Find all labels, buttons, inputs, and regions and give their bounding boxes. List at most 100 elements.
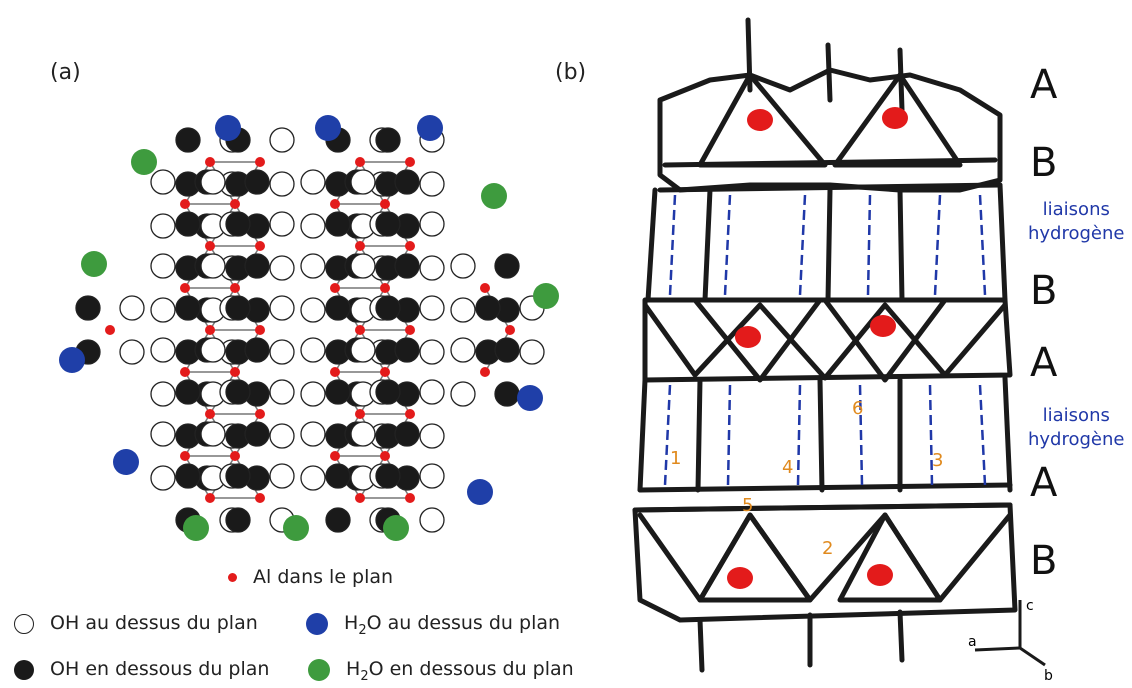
oh-above-circle: [350, 253, 376, 279]
hbond-lower-4: [858, 384, 864, 486]
axis-b-line: [1019, 646, 1046, 667]
al-dot: [330, 451, 340, 461]
hb-upper-line2: hydrogène: [1028, 223, 1125, 244]
number-6: 6: [852, 398, 864, 419]
number-4: 4: [782, 457, 794, 478]
hbond-upper-5: [933, 194, 942, 296]
sketch-bottom-zigzag: [637, 512, 1013, 603]
h2o-above-circle: [59, 347, 85, 373]
oh-below-circle: [375, 295, 401, 321]
al-dot: [205, 409, 215, 419]
al-dot: [255, 241, 265, 251]
legend-oh-below: OH en dessous du plan: [14, 658, 269, 680]
h2o-above-h: H: [344, 612, 359, 634]
al-dot: [355, 325, 365, 335]
al-dot: [355, 241, 365, 251]
al-dot: [405, 493, 415, 503]
hbond-lower-1: [663, 384, 672, 486]
al-dot: [380, 283, 390, 293]
hbond-lower-2: [726, 384, 732, 486]
al-dot: [330, 367, 340, 377]
oh-below-circle: [225, 211, 251, 237]
oh-above-circle: [450, 253, 476, 279]
h2o-below-circle: [183, 515, 209, 541]
legend-h2o-above: H2O au dessus du plan: [306, 612, 560, 638]
oh-below-circle: [375, 463, 401, 489]
al-dot: [255, 325, 265, 335]
sketch-bottom-layer-outline: [632, 502, 1018, 623]
al-dot: [105, 325, 115, 335]
oh-above-circle: [450, 297, 476, 323]
al-dot: [330, 199, 340, 209]
h2o-above-circle: [467, 479, 493, 505]
hbond-lower-3: [796, 384, 802, 486]
oh-above-circle: [200, 421, 226, 447]
oh-below-circle: [175, 127, 201, 153]
hb-upper-line1: liaisons: [1042, 199, 1110, 220]
al-dot: [355, 409, 365, 419]
number-2: 2: [822, 538, 834, 559]
hbond-upper-2: [723, 194, 732, 296]
al-dot: [230, 451, 240, 461]
oh-below-circle: [325, 463, 351, 489]
oh-above-circle: [200, 253, 226, 279]
oh-above-circle: [150, 253, 176, 279]
al-dot: [255, 409, 265, 419]
al-dot: [205, 241, 215, 251]
oh-above-circle: [150, 213, 176, 239]
oh-above-circle: [200, 337, 226, 363]
oh-above-circle: [200, 169, 226, 195]
al-dot: [230, 283, 240, 293]
open-circle-icon: [14, 613, 34, 634]
oh-above-circle: [300, 253, 326, 279]
hb-lower-line1: liaisons: [1042, 405, 1110, 426]
legend-al-text: Al dans le plan: [253, 566, 394, 588]
hydrogen-bonds-label-upper: liaisons hydrogène: [1028, 198, 1125, 246]
oh-below-circle: [225, 507, 251, 533]
h2o-above-sub: 2: [358, 622, 367, 638]
sketch-bottom-tri-2: [837, 512, 943, 603]
oh-below-circle: [394, 253, 420, 279]
axis-b-label: b: [1044, 668, 1053, 684]
al-dot: [480, 283, 490, 293]
layer-stacking-sketch: c a b: [632, 17, 1053, 684]
al-dot: [255, 157, 265, 167]
al-dot: [355, 493, 365, 503]
oh-above-circle: [419, 211, 445, 237]
al-dot: [405, 325, 415, 335]
hbond-upper-1: [668, 194, 677, 296]
oh-below-circle: [244, 253, 270, 279]
blue-circle-icon: [306, 612, 328, 635]
sketch-bottom-vertical-1: [697, 609, 905, 673]
h2o-above-circle: [215, 115, 241, 141]
al-dot: [380, 199, 390, 209]
oh-below-circle: [175, 211, 201, 237]
oh-above-circle: [269, 127, 295, 153]
oh-above-circle: [419, 171, 445, 197]
oh-below-circle: [494, 337, 520, 363]
sketch-bottom-tri-1: [697, 512, 813, 603]
h2o-below-circle: [533, 283, 559, 309]
filled-circle-icon: [14, 659, 34, 680]
hbond-upper-3: [798, 194, 807, 296]
stack-letter-5: A: [1030, 460, 1058, 506]
al-dot: [205, 493, 215, 503]
green-circle-icon: [308, 658, 330, 681]
oh-below-circle: [394, 421, 420, 447]
oh-above-circle: [300, 213, 326, 239]
panel-a-label: (a): [50, 60, 81, 85]
al-dot: [230, 199, 240, 209]
oh-below-circle: [375, 379, 401, 405]
oh-below-circle: [325, 211, 351, 237]
sketch-al-dot: [870, 315, 896, 337]
al-dot: [230, 367, 240, 377]
al-dot: [180, 199, 190, 209]
oh-below-circle: [75, 295, 101, 321]
al-dot: [380, 451, 390, 461]
axis-c-label: c: [1026, 598, 1034, 614]
oh-below-circle: [375, 211, 401, 237]
oh-above-circle: [269, 379, 295, 405]
oh-below-circle: [394, 169, 420, 195]
axis-a-label: a: [968, 634, 977, 650]
sketch-al-dot: [882, 107, 908, 129]
